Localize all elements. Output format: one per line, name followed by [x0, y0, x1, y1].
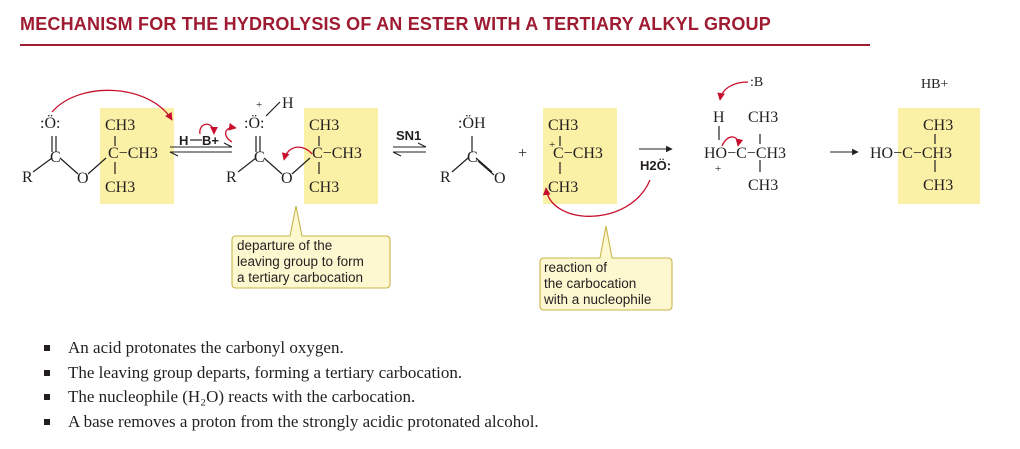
product-ch3-top: CH3 [923, 117, 953, 134]
curved-arrow-departure [281, 146, 313, 161]
acid-r: R [440, 169, 451, 186]
acid-h: H [179, 133, 188, 148]
bullet-text: An acid protonates the carbonyl oxygen. [68, 338, 344, 357]
hb-plus-label: HB+ [921, 77, 948, 92]
acid-c: C [467, 149, 478, 166]
callout-departure: departure of the leaving group to form a… [231, 205, 391, 289]
callout-departure-line-1: departure of the [237, 238, 332, 253]
ester1-o-carbonyl: :Ö: [40, 114, 60, 132]
product-ho-c-ch3: HO−C−CH3 [870, 145, 952, 162]
curved-arrow-oh-bond [721, 136, 744, 147]
callout-reaction-line-2: the carbocation [544, 276, 636, 291]
ester1-o: O [77, 170, 89, 187]
mechanism-scheme: :Ö: C R O CH3 C−CH3 CH3 H B+ + H :Ö: C R… [22, 75, 980, 311]
bullet-text: The nucleophile (H₂O) reacts with the ca… [68, 387, 416, 406]
product-highlight [898, 108, 980, 204]
sn1-label: SN1 [396, 128, 421, 143]
base-label: :B [750, 75, 763, 90]
protonated-ch3-bottom: CH3 [748, 177, 778, 194]
tert-butyl-highlight-1 [100, 108, 174, 204]
ester1-r: R [22, 169, 33, 186]
carbocation-highlight [543, 108, 617, 204]
callout-departure-line-3: a tertiary carbocation [237, 270, 363, 285]
curved-arrow-protonation [51, 89, 173, 121]
bullet-square [44, 345, 50, 352]
ester2-o-carbonyl: :Ö: [244, 114, 264, 132]
ester2-r: R [226, 169, 237, 186]
bullet-item: The leaving group departs, forming a ter… [44, 361, 539, 386]
protonated-ch3-top: CH3 [748, 109, 778, 126]
bullet-item: A base removes a proton from the strongl… [44, 410, 539, 435]
acid-b: B+ [202, 133, 219, 148]
ester2-ch3-bottom: CH3 [309, 179, 339, 196]
bullet-square [44, 418, 50, 425]
curved-arrow-hb [199, 123, 218, 135]
bullet-text: A base removes a proton from the strongl… [68, 411, 539, 431]
bullet-list: An acid protonates the carbonyl oxygen. … [44, 336, 539, 434]
ester2-ch3-top: CH3 [309, 117, 339, 134]
protonated-plus: + [715, 163, 721, 175]
ester1-c-ch3: C−CH3 [108, 145, 158, 162]
title-rule [20, 44, 870, 46]
tert-butyl-highlight-2 [304, 108, 378, 204]
bullet-text: The leaving group departs, forming a ter… [68, 362, 463, 382]
protonated-ho-c-ch3: HO−C−CH3 [704, 145, 786, 162]
ester2-o: O [281, 170, 293, 187]
ester2-o-plus: + [256, 99, 262, 111]
bullet-item: An acid protonates the carbonyl oxygen. [44, 336, 539, 361]
bullet-square [44, 369, 50, 376]
ester2-c: C [254, 149, 265, 166]
curved-arrow-nucleophile [542, 179, 651, 217]
ester1-c: C [50, 149, 61, 166]
callout-reaction: reaction of the carbocation with a nucle… [539, 225, 673, 311]
ester2-h: H [282, 95, 294, 112]
ester1-ch3-bottom: CH3 [105, 179, 135, 196]
callout-departure-line-2: leaving group to form [237, 254, 364, 269]
curved-arrow-base [717, 81, 749, 101]
ester2-c-ch3: C−CH3 [312, 145, 362, 162]
acid-oh: :ÖH [458, 114, 486, 132]
acid-o: O [494, 170, 506, 187]
callout-reaction-line-3: with a nucleophile [543, 292, 651, 307]
curved-arrow-b [225, 123, 237, 143]
water-label: H2Ö: [640, 158, 671, 173]
carbocation-c-ch3: C−CH3 [553, 145, 603, 162]
ester1-ch3-top: CH3 [105, 117, 135, 134]
carbocation-ch3-bottom: CH3 [548, 179, 578, 196]
plus-sign: + [518, 145, 527, 162]
carbocation-ch3-top: CH3 [548, 117, 578, 134]
carbocation-plus: + [549, 139, 555, 151]
bullet-item: The nucleophile (H₂O) reacts with the ca… [44, 385, 539, 410]
callout-reaction-line-1: reaction of [544, 260, 607, 275]
protonated-h: H [713, 109, 725, 126]
bullet-square [44, 394, 50, 401]
page-title: MECHANISM FOR THE HYDROLYSIS OF AN ESTER… [20, 14, 771, 34]
product-ch3-bottom: CH3 [923, 177, 953, 194]
